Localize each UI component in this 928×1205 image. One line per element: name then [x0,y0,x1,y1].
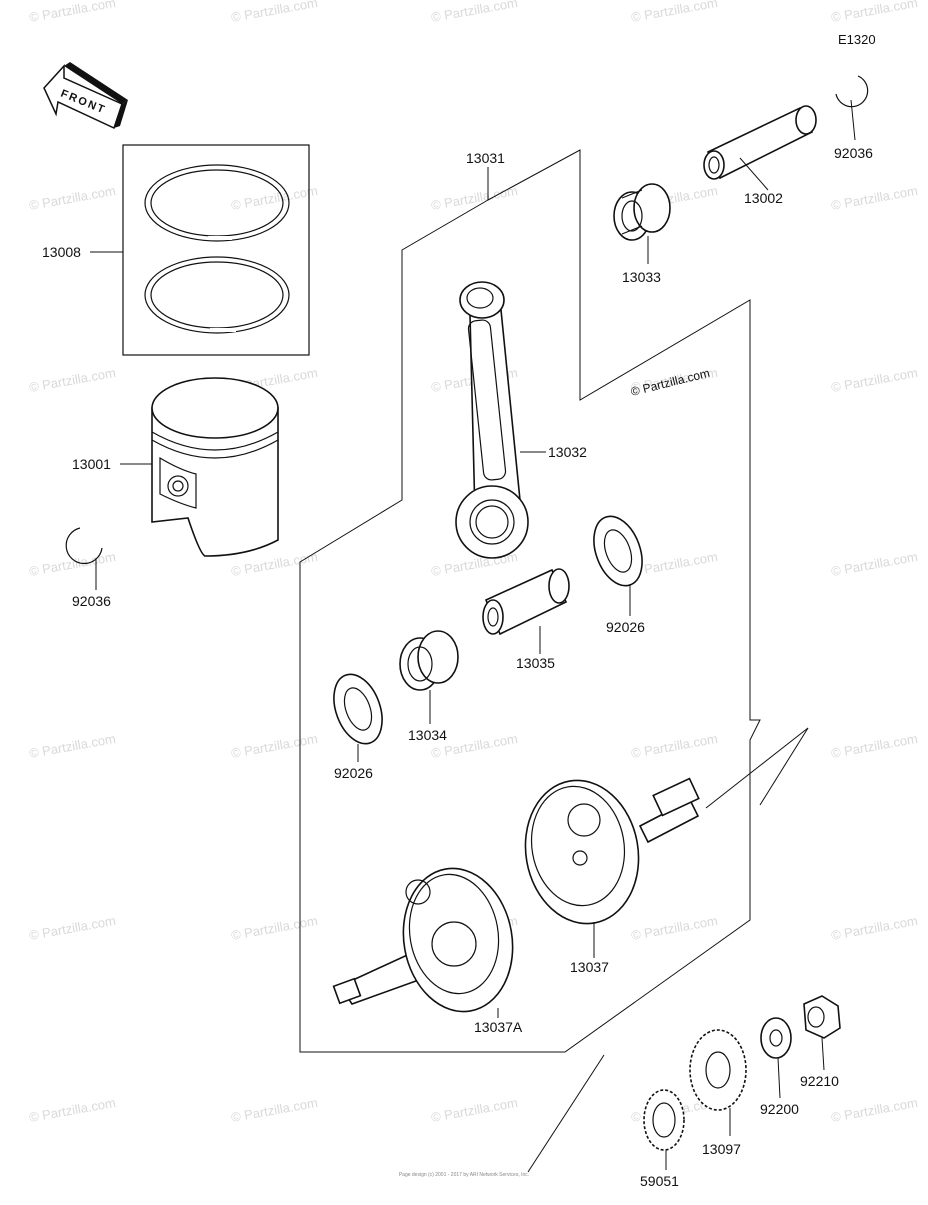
washer-left [333,673,383,745]
copyright-text: © Partzilla.com [629,366,711,399]
part-label-washer-left[interactable]: 92026 [334,765,373,781]
piston [151,377,279,557]
part-label-needle-bearing-small[interactable]: 13033 [622,269,661,285]
watermark-text: © Partzilla.com [230,1095,319,1125]
watermark-text: © Partzilla.com [230,183,319,213]
leader-lines [90,99,856,1170]
part-label-ring-set[interactable]: 13008 [42,244,81,260]
watermark-text: © Partzilla.com [28,365,117,395]
circlip-right [835,75,869,108]
watermark-text: © Partzilla.com [28,0,117,25]
part-label-gear-large[interactable]: 13097 [702,1141,741,1157]
watermark-text: © Partzilla.com [830,731,919,761]
watermark-text: © Partzilla.com [230,913,319,943]
connecting-rod [455,281,529,559]
watermark-text: © Partzilla.com [830,183,919,213]
watermark-text: © Partzilla.com [630,731,719,761]
watermark-text: © Partzilla.com [230,731,319,761]
part-number-labels: 13008 13001 92036 13031 13032 92036 13002 13033… [42,145,873,1189]
circlip-left [65,527,103,565]
watermark-text: © Partzilla.com [630,0,719,25]
ring-set-box [122,144,310,356]
part-label-crank-pin[interactable]: 13035 [516,655,555,671]
part-label-piston-pin[interactable]: 13002 [744,190,783,206]
part-label-gear-small[interactable]: 59051 [640,1173,679,1189]
watermark-text: © Partzilla.com [28,731,117,761]
watermark-text: © Partzilla.com [630,549,719,579]
crank-half-left [332,867,514,1013]
part-label-nut[interactable]: 92210 [800,1073,839,1089]
crank-half-right [524,777,700,925]
part-label-washer-right[interactable]: 92026 [606,619,645,635]
watermark-text: © Partzilla.com [630,913,719,943]
needle-bearing-small [613,183,671,241]
part-label-circlip-right[interactable]: 92036 [834,145,873,161]
watermark-text: © Partzilla.com [830,1095,919,1125]
washer-right [593,515,643,587]
crankshaft-assy-outline [299,149,761,1053]
part-label-crankshaft-assy[interactable]: 13031 [466,150,505,166]
part-label-piston[interactable]: 13001 [72,456,111,472]
diagram-code: E1320 [838,32,876,47]
watermark-text: © Partzilla.com [28,913,117,943]
part-label-crank-half-left[interactable]: 13037A [474,1019,523,1035]
part-label-washer-flat[interactable]: 92200 [760,1101,799,1117]
gear-small [643,1089,685,1151]
watermark-text: © Partzilla.com [830,365,919,395]
watermark-text: © Partzilla.com [430,0,519,25]
part-label-needle-bearing-big[interactable]: 13034 [408,727,447,743]
part-label-circlip-left[interactable]: 92036 [72,593,111,609]
watermark-text: © Partzilla.com [28,183,117,213]
part-label-connecting-rod[interactable]: 13032 [548,444,587,460]
piston-pin [703,105,817,180]
watermark-text: © Partzilla.com [830,0,919,25]
needle-bearing-big [399,630,459,691]
crank-pin [482,568,570,636]
gear-large [689,1029,747,1111]
watermark-text: © Partzilla.com [430,1095,519,1125]
front-arrow-icon: FRONT [43,62,128,130]
watermark-text: © Partzilla.com [230,0,319,25]
washer-flat [760,1017,792,1059]
piston-ring-lower [144,256,290,334]
watermark-text: © Partzilla.com [230,549,319,579]
nut [803,995,841,1039]
footer-line-2: Page design (c) 2001 - 2017 by ARI Netwo… [399,1172,529,1178]
watermark-text: © Partzilla.com [830,913,919,943]
piston-ring-upper [144,164,290,242]
part-label-crank-half-right[interactable]: 13037 [570,959,609,975]
watermark-text: © Partzilla.com [28,549,117,579]
watermark-text: © Partzilla.com [28,1095,117,1125]
watermark-text: © Partzilla.com [830,549,919,579]
